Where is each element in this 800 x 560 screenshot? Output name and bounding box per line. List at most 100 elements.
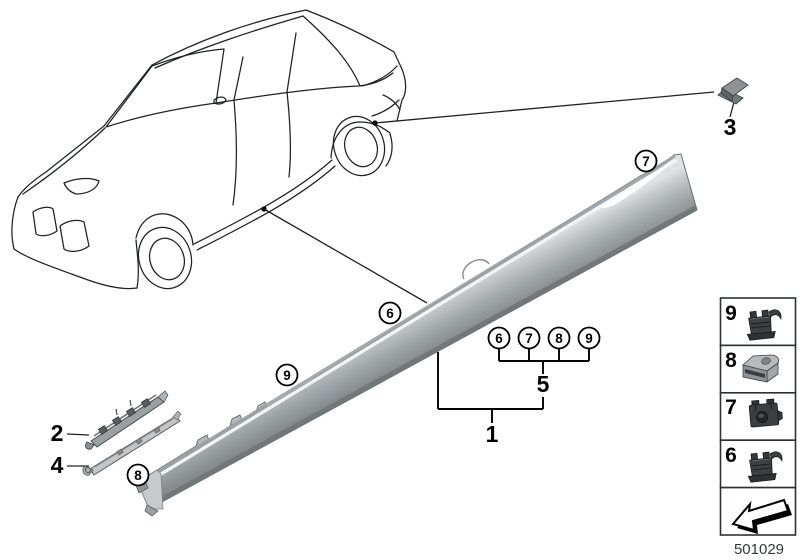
sill-flange-band: [157, 155, 677, 474]
cage-nut-clip-icon: [742, 354, 779, 383]
part2-rail: [90, 396, 165, 448]
part4-tick: [116, 448, 124, 456]
part2-tip: [157, 390, 169, 403]
row-callout-9-number[interactable]: 9: [585, 331, 593, 346]
car-rocker-lower-line: [196, 165, 336, 251]
car-rocker-upper-line: [193, 159, 333, 245]
row-callout-6-ring[interactable]: [487, 326, 511, 350]
legend-box-7[interactable]: 7: [719, 391, 797, 441]
legend-box-9[interactable]: 9: [719, 297, 797, 347]
legend-box-8-number[interactable]: 8: [725, 349, 737, 372]
part4-tick: [153, 426, 161, 434]
callout-circle-7[interactable]: 7: [634, 149, 658, 173]
part2-carrier-drawing: [85, 390, 169, 450]
car-front-wheel-arch: [135, 213, 194, 246]
row-callout-9[interactable]: 9: [577, 326, 601, 350]
part1-label[interactable]: 1: [486, 421, 499, 447]
car-roof-drip-line: [154, 15, 304, 69]
part2-dash: [66, 433, 90, 436]
part3-label[interactable]: 3: [724, 114, 737, 140]
car-c-pillar-line: [302, 15, 361, 87]
row-callout-9-ring[interactable]: [577, 326, 601, 350]
row-callout-7-number[interactable]: 7: [525, 331, 533, 346]
legend-box-8[interactable]: 8: [719, 344, 797, 394]
car-c-pillar-front-line: [286, 32, 297, 93]
leader-part3: [374, 91, 715, 124]
callout-group-row: 6 7 8 9 5 1: [437, 326, 601, 447]
part3-front: [720, 87, 734, 102]
legend-box-6-number[interactable]: 6: [725, 444, 737, 467]
row-bracket-lines: [498, 349, 590, 374]
row-callout-6[interactable]: 6: [487, 326, 511, 350]
callout-circle-8[interactable]: 8: [126, 463, 150, 487]
car-front-bumper-side-line: [135, 239, 139, 289]
group5-label[interactable]: 5: [537, 371, 550, 397]
car-rear-bumper-crease: [371, 99, 400, 117]
car-mirror: [213, 96, 227, 105]
part2-end-hook: [85, 441, 95, 450]
part4-hook-eye: [84, 466, 92, 474]
row-callout-6-number[interactable]: 6: [495, 331, 503, 346]
part2-stud: [125, 407, 137, 417]
drawing-number: 501029: [734, 541, 784, 558]
legend-box-6[interactable]: 6: [719, 439, 797, 489]
callout-circle-6[interactable]: 6: [378, 301, 402, 325]
part2-stud: [111, 416, 123, 426]
sill-body: [140, 153, 698, 510]
leader-sill: [263, 208, 428, 304]
part4-label[interactable]: 4: [51, 452, 64, 478]
car-illustration: [11, 9, 407, 290]
stud-clip-icon: [748, 398, 783, 428]
car-trunk-edge-line: [361, 65, 398, 87]
legend-box-9-number[interactable]: 9: [725, 302, 737, 325]
row-callout-8-ring[interactable]: [547, 326, 571, 350]
car-headlight-outline: [63, 177, 100, 195]
part2-stud: [140, 398, 152, 408]
callout-7-ring[interactable]: [634, 149, 658, 173]
row-callout-8[interactable]: 8: [547, 326, 571, 350]
callout-9-number[interactable]: 9: [283, 368, 291, 383]
install-direction-arrow-icon: [731, 498, 792, 534]
callout-9-ring[interactable]: [275, 363, 299, 387]
car-front-rim: [148, 237, 186, 281]
legend-box-7-number[interactable]: 7: [725, 396, 737, 419]
callout-8-ring[interactable]: [126, 463, 150, 487]
car-body-silhouette: [11, 9, 407, 250]
part2-pin: [115, 399, 132, 416]
retainer-clip-icon: [747, 451, 783, 483]
callout-6-ring[interactable]: [378, 301, 402, 325]
row-callout-7-ring[interactable]: [517, 326, 541, 350]
legend-column: 9 8 7: [719, 297, 797, 558]
car-b-pillar-line: [233, 56, 244, 101]
callout-8-number[interactable]: 8: [134, 468, 142, 483]
car-rear-rim: [343, 126, 379, 168]
car-rear-wheel-arch: [330, 121, 391, 159]
callout-circle-9[interactable]: 9: [275, 363, 299, 387]
car-kidney-grille-right: [59, 219, 90, 253]
car-taillight-line: [382, 94, 401, 111]
callout-6-number[interactable]: 6: [386, 306, 394, 321]
callout-7-number[interactable]: 7: [642, 154, 650, 169]
part2-stud: [97, 425, 109, 435]
row-callout-7[interactable]: 7: [517, 326, 541, 350]
legend-box-arrow[interactable]: [719, 486, 797, 536]
car-front-bumper-line: [13, 248, 138, 290]
sill-trim-panel: [134, 153, 698, 517]
car-beltline: [215, 72, 394, 104]
part4-tick: [135, 437, 143, 445]
assembly-bracket-lines: [437, 352, 544, 423]
car-windshield: [105, 48, 225, 128]
part2-label[interactable]: 2: [51, 420, 64, 446]
leader-lines: [66, 91, 735, 467]
part3-clip-drawing: [717, 77, 749, 105]
car-kidney-grille-left: [32, 206, 58, 237]
sill-bottom-shade: [146, 205, 698, 509]
car-front-tire: [137, 226, 193, 290]
sill-notch-detail: [462, 258, 490, 280]
row-callout-8-number[interactable]: 8: [555, 331, 563, 346]
part4-inner-line: [94, 418, 174, 468]
car-rear-door-seam: [286, 91, 292, 178]
sill-rear-highlight: [600, 157, 676, 208]
